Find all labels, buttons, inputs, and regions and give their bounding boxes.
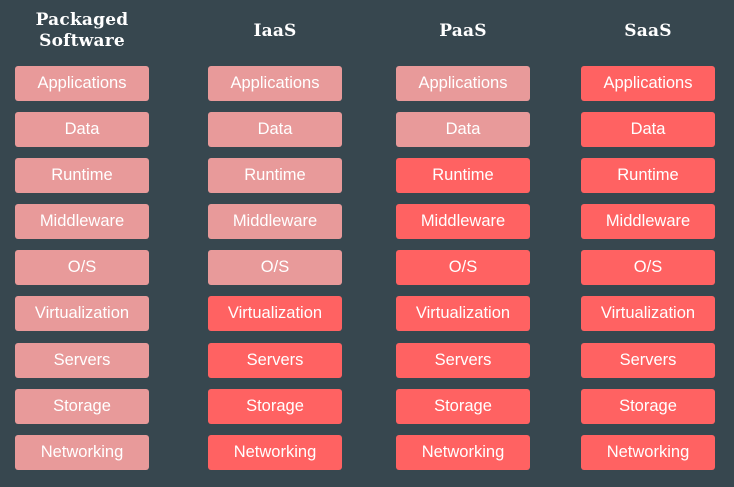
layer-middleware: Middleware [15, 204, 149, 240]
layer-data: Data [581, 112, 715, 148]
layer-runtime: Runtime [15, 158, 149, 194]
layer-servers: Servers [15, 342, 149, 378]
layer-storage: Storage [581, 388, 715, 424]
layer-middleware: Middleware [208, 204, 342, 240]
layer-stack: Applications Data Runtime Middleware O/S… [15, 66, 149, 481]
layer-networking: Networking [208, 434, 342, 470]
layer-os: O/S [396, 250, 530, 286]
layer-storage: Storage [208, 388, 342, 424]
layer-servers: Servers [208, 342, 342, 378]
layer-servers: Servers [396, 342, 530, 378]
column-title-line-1: IaaS [253, 20, 297, 41]
column-header: Packaged Software [0, 8, 169, 54]
layer-stack: Applications Data Runtime Middleware O/S… [581, 66, 715, 481]
layer-networking: Networking [396, 434, 530, 470]
layer-applications: Applications [396, 66, 530, 101]
layer-virtualization: Virtualization [396, 296, 530, 332]
layer-virtualization: Virtualization [15, 296, 149, 332]
layer-runtime: Runtime [396, 158, 530, 194]
column-header: SaaS [561, 8, 734, 54]
layer-os: O/S [15, 250, 149, 286]
layer-virtualization: Virtualization [208, 296, 342, 332]
layer-applications: Applications [15, 66, 149, 101]
column-header: IaaS [188, 8, 362, 54]
column-header: PaaS [376, 8, 550, 54]
layer-networking: Networking [581, 434, 715, 470]
layer-servers: Servers [581, 342, 715, 378]
column-title-line-1: SaaS [624, 20, 672, 41]
column-title-line-2: Software [39, 31, 125, 51]
layer-stack: Applications Data Runtime Middleware O/S… [208, 66, 342, 481]
layer-virtualization: Virtualization [581, 296, 715, 332]
layer-data: Data [15, 112, 149, 148]
layer-networking: Networking [15, 434, 149, 470]
layer-runtime: Runtime [208, 158, 342, 194]
layer-applications: Applications [581, 66, 715, 101]
layer-os: O/S [208, 250, 342, 286]
layer-data: Data [208, 112, 342, 148]
layer-data: Data [396, 112, 530, 148]
layer-middleware: Middleware [396, 204, 530, 240]
layer-storage: Storage [396, 388, 530, 424]
layer-runtime: Runtime [581, 158, 715, 194]
column-title-line-1: Packaged [35, 10, 129, 30]
layer-applications: Applications [208, 66, 342, 101]
layer-storage: Storage [15, 388, 149, 424]
layer-os: O/S [581, 250, 715, 286]
layer-stack: Applications Data Runtime Middleware O/S… [396, 66, 530, 481]
column-title-line-1: PaaS [439, 20, 487, 41]
layer-middleware: Middleware [581, 204, 715, 240]
